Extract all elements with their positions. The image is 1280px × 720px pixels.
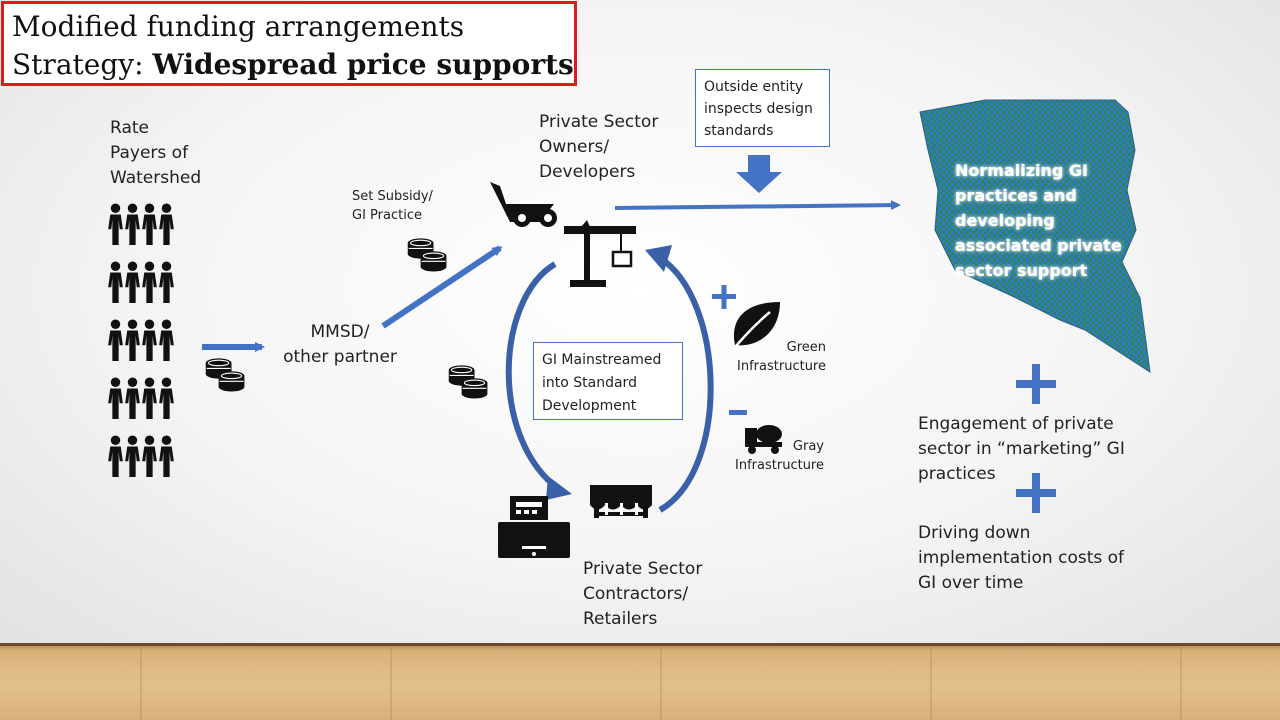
driving-line: Driving down [918, 523, 1031, 543]
coins-icon [448, 364, 488, 400]
coins-icon [407, 237, 447, 273]
mainstreamed-line: into Standard [542, 375, 637, 391]
curve-arrow-right-head [645, 245, 672, 272]
normalizing-text: Normalizing GI practices and developing … [955, 158, 1135, 283]
plus-icon [712, 285, 736, 309]
contractors-label: Private Sector Contractors/ Retailers [583, 557, 702, 632]
subsidy-line: GI Practice [352, 208, 422, 223]
rate-payers-line: Watershed [110, 168, 202, 188]
subsidy-line: Set Subsidy/ [352, 189, 433, 204]
mainstreamed-box: GI Mainstreamed into Standard Developmen… [533, 342, 683, 420]
floor-grain [390, 648, 392, 720]
plus-icon [1016, 473, 1056, 513]
engagement-line: sector in “marketing” GI [918, 439, 1125, 459]
gray-line: Infrastructure [735, 458, 824, 473]
driving-line: GI over time [918, 573, 1024, 593]
title-line-1: Modified funding arrangements [12, 10, 465, 43]
gray-line: Gray [792, 439, 824, 454]
arrow-to-normalizing [614, 200, 901, 211]
normalizing-line: practices and [955, 186, 1077, 205]
contractors-line: Private Sector [583, 559, 703, 579]
engagement-line: practices [918, 464, 996, 484]
floor [0, 645, 1280, 720]
cement-mixer-icon [745, 425, 782, 454]
outside-entity-box: Outside entity inspects design standards [695, 69, 830, 147]
normalizing-line: Normalizing GI [955, 161, 1089, 180]
title-line-2: Strategy: Widespread price supports [12, 46, 574, 84]
diagram-graphics [108, 99, 1151, 558]
owners-line: Developers [539, 162, 636, 182]
engagement-label: Engagement of private sector in “marketi… [918, 412, 1125, 487]
green-line: Green [786, 340, 826, 355]
outside-entity-line: Outside entity [704, 79, 804, 95]
gray-infrastructure-label: Gray Infrastructure [724, 437, 824, 475]
mmsd-line: MMSD/ [310, 322, 370, 342]
floor-grain [930, 648, 932, 720]
driving-label: Driving down implementation costs of GI … [918, 521, 1124, 596]
engagement-line: Engagement of private [918, 414, 1114, 434]
rate-payers-line: Payers of [110, 143, 189, 163]
driving-line: implementation costs of [918, 548, 1125, 568]
floor-edge [0, 643, 1280, 646]
cash-register-icon [498, 496, 570, 558]
normalizing-line: developing [955, 211, 1055, 230]
down-arrow [736, 155, 782, 193]
contractors-line: Retailers [583, 609, 658, 629]
outside-entity-line: standards [704, 123, 774, 139]
curve-arrow-left-head [546, 476, 572, 500]
rate-payers-label: Rate Payers of Watershed [110, 116, 201, 191]
green-line: Infrastructure [737, 359, 826, 374]
crane-icon [564, 220, 636, 287]
floor-grain [1180, 648, 1182, 720]
contractors-line: Contractors/ [583, 584, 689, 604]
mainstreamed-line: Development [542, 398, 637, 414]
title-box: Modified funding arrangements Strategy: … [1, 1, 577, 86]
floor-grain [140, 648, 142, 720]
storefront-icon [590, 485, 652, 518]
owners-line: Owners/ [539, 137, 610, 157]
coins-icon [205, 357, 245, 393]
owners-line: Private Sector [539, 112, 659, 132]
mmsd-line: other partner [283, 347, 397, 367]
minus-icon [729, 410, 747, 415]
leaf-icon [730, 302, 780, 353]
curve-arrow-left [505, 261, 562, 493]
title-strategy-label: Strategy: [12, 48, 144, 81]
wheelbarrow-icon [490, 182, 557, 227]
owners-label: Private Sector Owners/ Developers [539, 110, 658, 185]
normalizing-line: associated private [955, 236, 1122, 255]
people-group-icon [108, 203, 174, 477]
rate-payers-line: Rate [110, 118, 149, 138]
curve-arrow-right [658, 255, 714, 513]
mmsd-label: MMSD/ other partner [270, 320, 410, 370]
outside-entity-line: inspects design [704, 101, 813, 117]
floor-grain [660, 648, 662, 720]
green-infrastructure-label: Green Infrastructure [726, 338, 826, 376]
normalizing-blob [919, 99, 1151, 374]
title-strategy-value: Widespread price supports [152, 48, 574, 81]
arrow-to-owners [381, 245, 503, 329]
normalizing-line: sector support [955, 261, 1088, 280]
mainstreamed-line: GI Mainstreamed [542, 352, 662, 368]
subsidy-label: Set Subsidy/ GI Practice [352, 187, 433, 225]
plus-icon [1016, 364, 1056, 404]
